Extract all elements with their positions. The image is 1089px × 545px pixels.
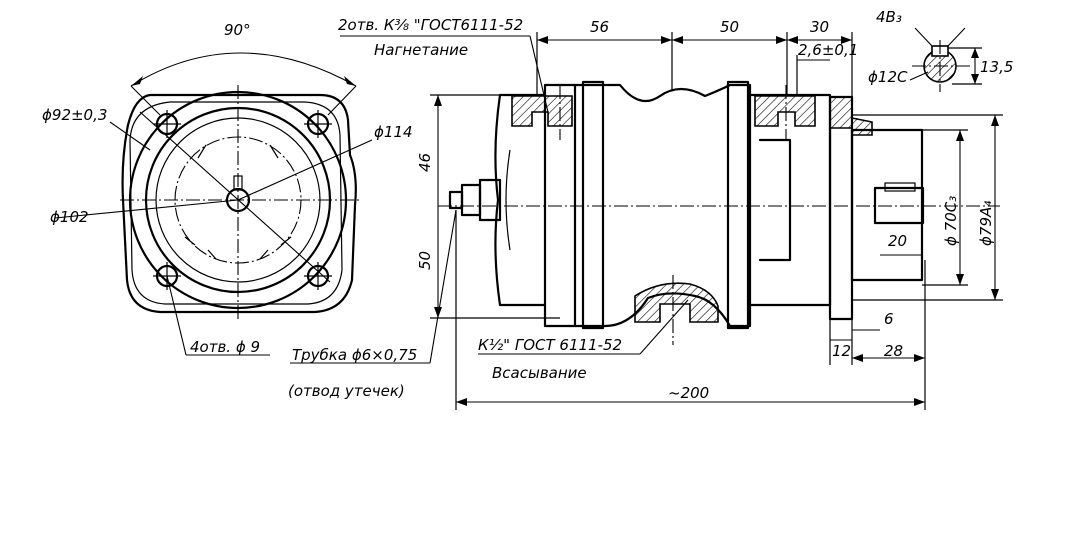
holes-label: 4отв. ϕ 9 <box>190 338 260 356</box>
rear-cover-outline <box>494 93 547 307</box>
flange-plate <box>828 95 854 321</box>
flange-section <box>829 96 873 136</box>
front-view: 90° ϕ92±0,3 ϕ114 ϕ102 4отв. ϕ 9 <box>42 21 413 356</box>
dim-20-label: 20 <box>888 232 907 250</box>
dim-30-label: 30 <box>810 18 829 36</box>
dim-2-6-label: 2,6±0,1 <box>798 41 858 59</box>
discharge-port-section <box>511 95 573 127</box>
key-section: 4В₃ ϕ12С 13,5 <box>868 8 1013 92</box>
tube-label: Трубка ϕ6×0,75 <box>292 346 417 364</box>
discharge-caption: Нагнетание <box>374 41 468 59</box>
key-label: 4В₃ <box>876 8 902 26</box>
dim-12-label: 12 <box>832 342 851 360</box>
height-label: 13,5 <box>980 58 1013 76</box>
front-flange-outline <box>121 93 357 314</box>
shaft-label: ϕ12С <box>868 68 908 86</box>
dim-50-top-label: 50 <box>720 18 739 36</box>
body-fit-label: ϕ79А₄ <box>977 201 995 246</box>
outer-diameter-label: ϕ114 <box>374 123 413 141</box>
bolt-circle-label: ϕ102 <box>50 208 89 226</box>
tube-caption: (отвод утечек) <box>288 382 405 400</box>
flange-diameter-label: ϕ92±0,3 <box>42 106 107 124</box>
angle-label: 90° <box>224 21 251 39</box>
ring-right <box>726 80 750 330</box>
suction-caption: Всасывание <box>492 364 587 382</box>
dim-46-label: 46 <box>416 153 434 172</box>
dim-28-label: 28 <box>884 342 903 360</box>
discharge-label: 2отв. К³⁄₈ "ГОСТ6111-52 <box>338 16 523 34</box>
suction-port-section <box>634 282 719 323</box>
dim-56-label: 56 <box>590 18 609 36</box>
shaft-fit-label: ϕ 70С₃ <box>942 196 960 246</box>
front-boss-outline <box>129 101 343 305</box>
overall-length-label: ~200 <box>668 384 709 402</box>
dim-6-label: 6 <box>884 310 894 328</box>
shaft-key <box>884 182 916 192</box>
side-view: 2отв. К³⁄₈ "ГОСТ6111-52 Нагнетание 56 50… <box>288 16 1003 410</box>
suction-label: К¹⁄₂" ГОСТ 6111-52 <box>478 336 622 354</box>
dim-50-left-label: 50 <box>416 251 434 270</box>
angle-arc <box>130 52 357 87</box>
shaft-boss <box>850 128 924 282</box>
discharge-port-section-right <box>754 95 816 127</box>
ring-left <box>581 80 605 330</box>
